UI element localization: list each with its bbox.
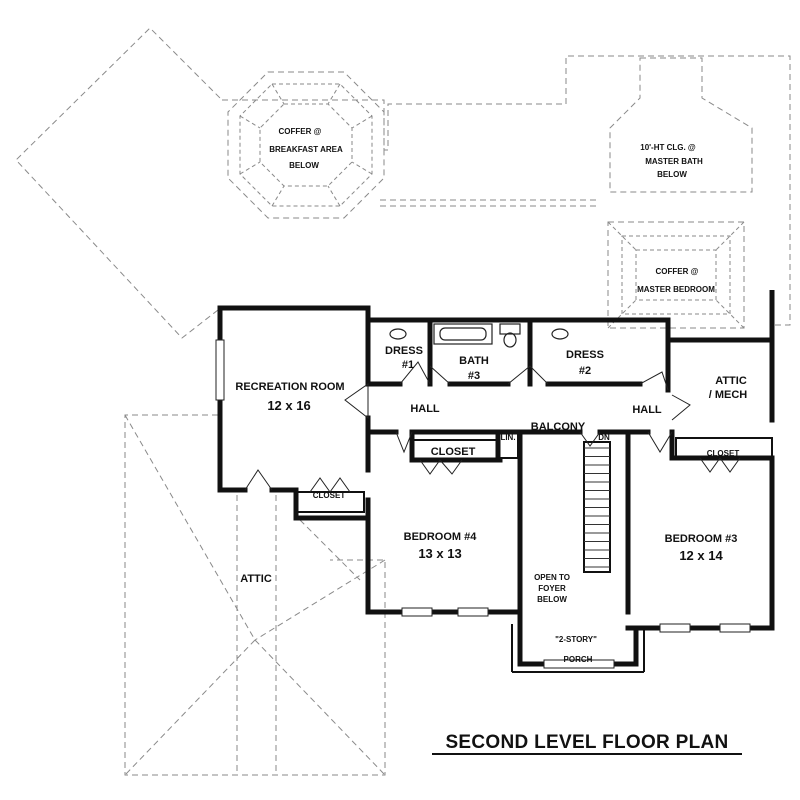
hall-left-label: HALL	[410, 403, 440, 415]
dress2-label-1: DRESS	[566, 349, 604, 361]
porch-label-1: "2-STORY"	[555, 635, 597, 644]
dress2-label-2: #2	[579, 365, 591, 377]
bedroom4-size: 13 x 13	[418, 546, 461, 561]
master-bath-ceiling	[609, 57, 753, 193]
open-foyer-label-1: OPEN TO	[534, 573, 570, 582]
annotation-breakfast-3: BELOW	[289, 161, 319, 170]
porch-label-2: PORCH	[564, 655, 593, 664]
stairs	[583, 441, 611, 573]
recreation-room-name: RECREATION ROOM	[235, 381, 344, 393]
annotation-master-bath-1: 10'-HT CLG. @	[640, 143, 696, 152]
bath3-label-2: #3	[468, 370, 480, 382]
annotation-breakfast-2: BREAKFAST AREA	[269, 145, 343, 154]
annotation-master-bath-3: BELOW	[657, 170, 687, 179]
closet-rec-label: CLOSET	[313, 491, 346, 500]
annotation-master-bed-2: MASTER BEDROOM	[637, 285, 715, 294]
breakfast-coffer	[227, 71, 385, 219]
windows	[215, 339, 751, 669]
bedroom3-name: BEDROOM #3	[665, 533, 738, 545]
bath-fixtures	[389, 323, 569, 348]
attic-label: ATTIC	[240, 573, 272, 585]
closet-b4-label: CLOSET	[431, 446, 476, 458]
closet-b3-label: CLOSET	[707, 449, 740, 458]
doors	[244, 361, 741, 493]
dress1-label-1: DRESS	[385, 345, 423, 357]
roof-outline	[15, 27, 791, 776]
annotation-breakfast-1: COFFER @	[279, 127, 322, 136]
recreation-room-size: 12 x 16	[267, 398, 310, 413]
lin-label: LIN.	[500, 433, 515, 442]
master-bedroom-coffer	[607, 221, 745, 329]
labels: COFFER @ BREAKFAST AREA BELOW 10'-HT CLG…	[235, 127, 748, 755]
closets	[295, 431, 773, 513]
annotation-master-bath-2: MASTER BATH	[645, 157, 703, 166]
annotation-master-bed-1: COFFER @	[656, 267, 699, 276]
dress1-label-2: #1	[402, 359, 414, 371]
open-foyer-label-3: BELOW	[537, 595, 567, 604]
open-foyer-label-2: FOYER	[538, 584, 566, 593]
bedroom4-name: BEDROOM #4	[404, 531, 478, 543]
plan-title: SECOND LEVEL FLOOR PLAN	[445, 732, 728, 753]
stair-dn-label: DN	[598, 433, 610, 442]
attic-mech-label-2: / MECH	[709, 389, 748, 401]
bedroom3-size: 12 x 14	[679, 548, 723, 563]
hall-right-label: HALL	[632, 404, 662, 416]
walls	[217, 290, 775, 673]
attic-mech-label-1: ATTIC	[715, 375, 747, 387]
balcony-label: BALCONY	[531, 421, 586, 433]
bath3-label-1: BATH	[459, 355, 489, 367]
